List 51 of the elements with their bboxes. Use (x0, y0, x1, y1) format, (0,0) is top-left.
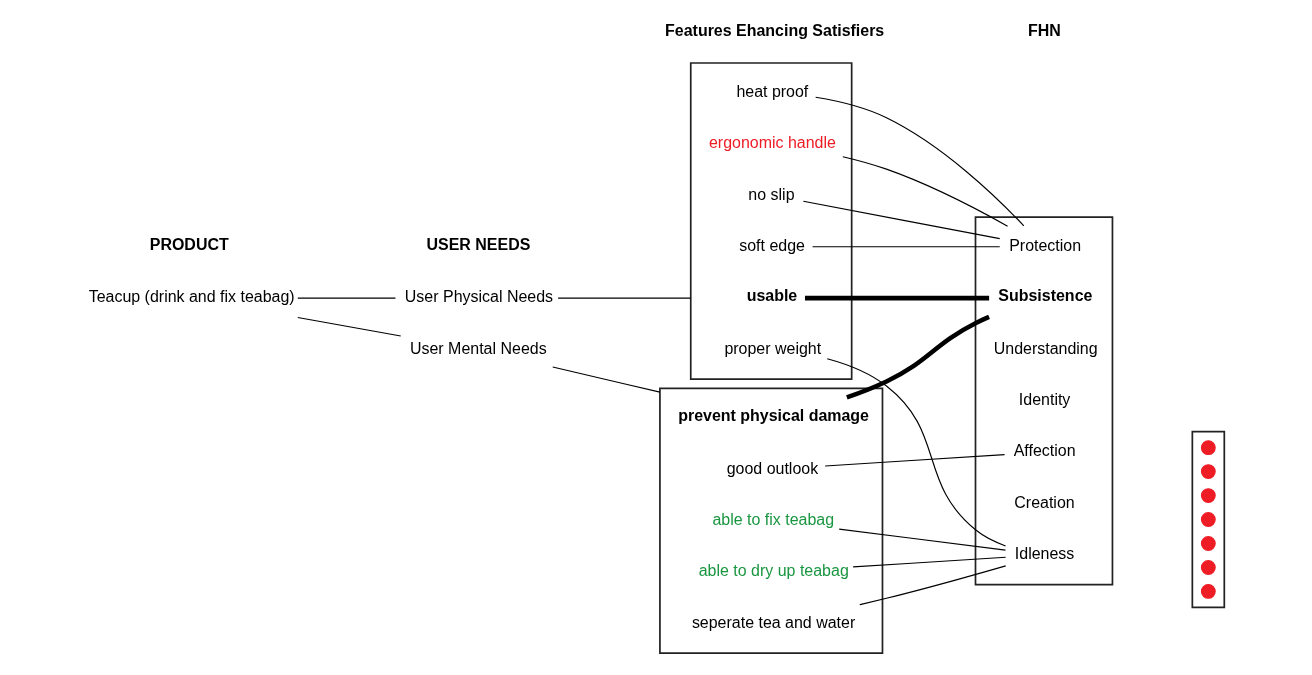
node-text: able to fix teabag (711, 510, 834, 528)
node-circle (1200, 536, 1216, 551)
node-circle (1200, 440, 1216, 456)
connector (858, 565, 1006, 606)
connector (296, 297, 396, 299)
label: PRODUCT (149, 235, 229, 253)
label: USER NEEDS (426, 235, 530, 253)
label: Features Ehancing Satisfiers (664, 22, 884, 40)
label: FHN (1027, 22, 1061, 40)
cluster (1191, 430, 1225, 609)
connector (814, 96, 1024, 227)
node-circle (1200, 584, 1216, 599)
node-text: heat proof (735, 82, 808, 100)
node-text: Identity (1018, 391, 1070, 409)
node-text: Creation (1013, 493, 1075, 511)
node-text: Understanding (993, 339, 1098, 357)
node-text: User Physical Needs (404, 288, 553, 306)
node-circle (1200, 464, 1216, 479)
node-text: able to dry up teabag (698, 562, 849, 580)
node-circle (1200, 512, 1216, 527)
node-text: Idleness (1014, 545, 1074, 563)
node-text: User Mental Needs (409, 339, 547, 357)
node-circle (1200, 560, 1216, 575)
connector (852, 556, 1006, 568)
node-text: proper weight (723, 339, 821, 357)
node-text: good outlook (726, 459, 818, 477)
connector (804, 295, 989, 301)
node-text: soft edge (738, 236, 805, 254)
node-text: Protection (1008, 236, 1081, 254)
node-text: usable (746, 287, 797, 305)
cluster (658, 387, 883, 654)
connector (838, 528, 1006, 551)
cluster (689, 62, 852, 380)
node-circle (1200, 488, 1216, 503)
connector (557, 297, 691, 299)
node-text: Subsistence (997, 287, 1092, 305)
connector (551, 366, 660, 393)
node-text: ergonomic handle (708, 134, 836, 152)
node-text: seperate tea and water (691, 613, 855, 631)
connector (802, 200, 1000, 240)
node-text: no slip (747, 185, 795, 203)
connector (811, 246, 1000, 248)
node-text: Affection (1013, 442, 1076, 460)
node-text: prevent physical damage (677, 407, 869, 425)
connector (841, 156, 1008, 227)
connector (845, 314, 990, 400)
connector (826, 358, 1006, 547)
connector (296, 316, 401, 337)
cluster (974, 216, 1113, 586)
node-text: Teacup (drink and fix teabag) (88, 288, 295, 306)
connector (824, 454, 1005, 467)
